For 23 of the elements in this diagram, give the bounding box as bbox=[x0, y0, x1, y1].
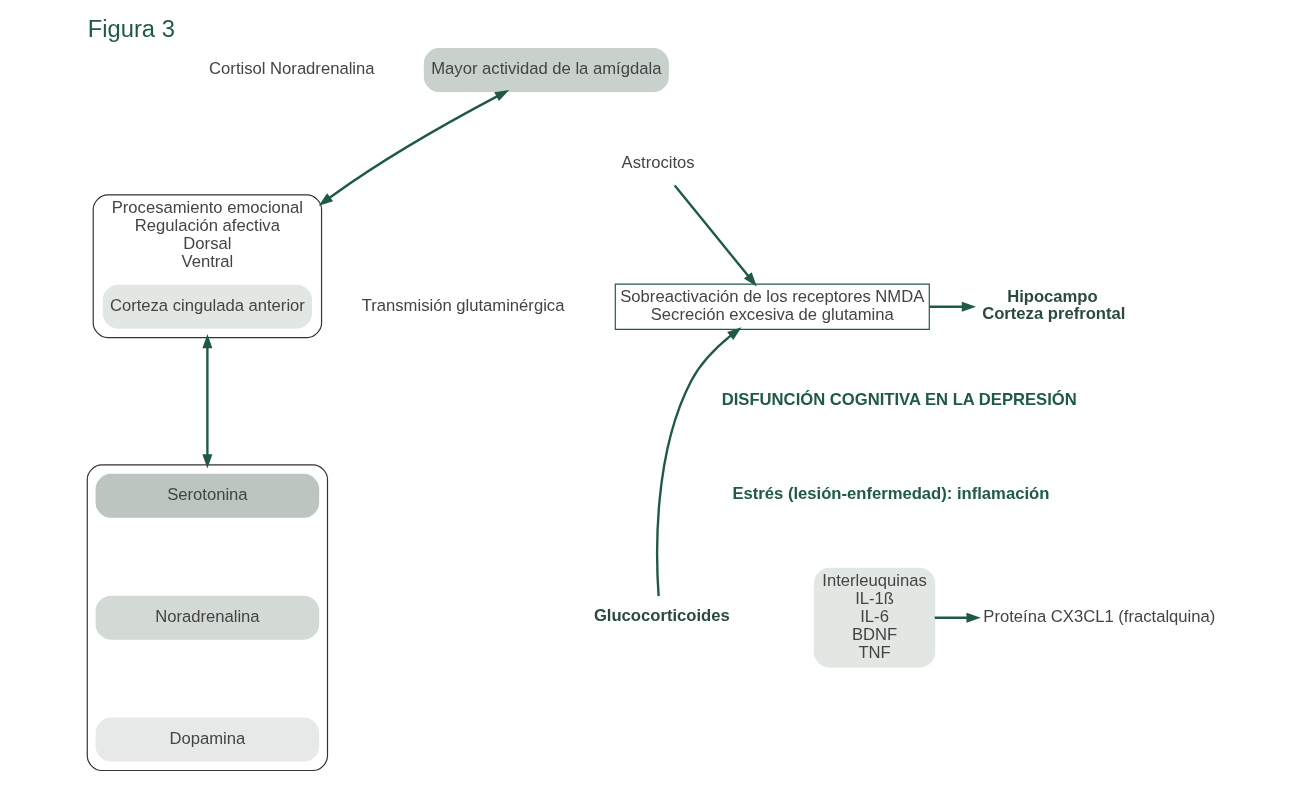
label: Estrés (lesión-enfermedad): inflamación bbox=[731, 484, 1049, 504]
node-text: Hipocampo Corteza prefrontal bbox=[981, 287, 1125, 323]
node-box: Noradrenalina bbox=[95, 595, 319, 640]
arrow bbox=[929, 301, 976, 312]
node-box: Sobreactivación de los receptores NMDA Secreción excesiva de glutamina bbox=[614, 283, 930, 330]
label: Cortisol Noradrenalina bbox=[208, 59, 375, 79]
label: DISFUNCIÓN COGNITIVA EN LA DEPRESIÓN bbox=[721, 390, 1077, 410]
node-box: Dopamina bbox=[95, 717, 319, 762]
arrow bbox=[655, 327, 741, 597]
arrow bbox=[201, 334, 212, 469]
node-box: Serotonina bbox=[95, 473, 319, 518]
arrow bbox=[318, 89, 509, 206]
arrow bbox=[673, 184, 757, 287]
node-text: Glucocorticoides bbox=[593, 605, 730, 625]
node-text: Astrocitos bbox=[621, 153, 695, 173]
node-box: Mayor actividad de la amígdala bbox=[423, 48, 669, 93]
diagram-title: Figura 3 bbox=[87, 14, 175, 42]
arrow bbox=[934, 612, 981, 623]
label: Transmisión glutaminérgica bbox=[361, 296, 564, 316]
cluster bbox=[86, 464, 328, 772]
node-text: Proteína CX3CL1 (fractalquina) bbox=[982, 607, 1215, 627]
node-box: Corteza cingulada anterior bbox=[102, 284, 312, 329]
node-box: Interleuquinas IL-1ß IL-6 BDNF TNF bbox=[813, 567, 935, 668]
